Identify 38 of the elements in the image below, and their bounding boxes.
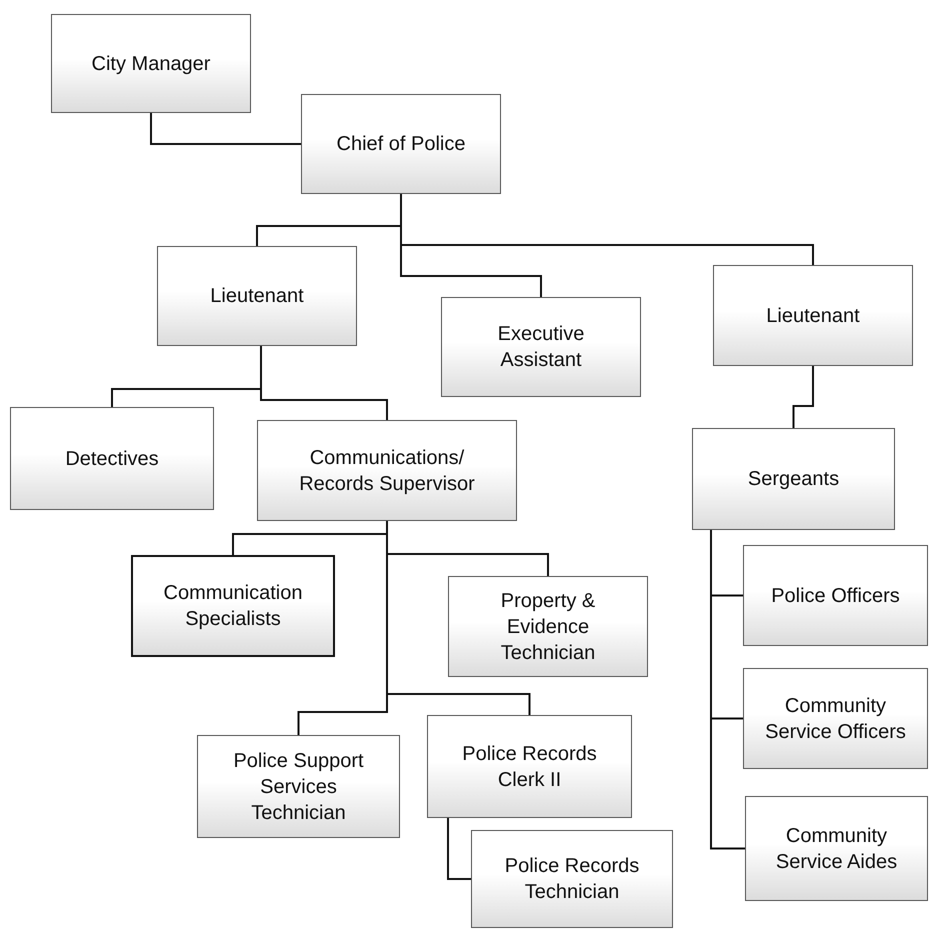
position-title: Community Service Aides <box>774 824 898 874</box>
position-box <box>197 735 400 838</box>
connector-line <box>447 818 471 880</box>
connector-line <box>260 346 388 420</box>
position-title: Police Support Services Technician <box>232 748 365 826</box>
position-box <box>692 428 895 530</box>
position-title: Community Service Officers <box>764 694 907 744</box>
connector-line <box>792 366 814 428</box>
position-title: Property & Evidence Technician <box>500 588 596 666</box>
connector-line <box>386 521 530 715</box>
position-box <box>427 715 632 818</box>
position-title: Communication Specialists <box>162 581 304 632</box>
position-box <box>471 830 673 928</box>
position-title: Sergeants <box>748 467 840 492</box>
position-box <box>10 407 214 510</box>
position-box <box>157 246 357 346</box>
position-box <box>51 14 251 113</box>
position-box <box>131 555 335 657</box>
connector-line <box>710 530 745 850</box>
position-title: Chief of Police <box>336 132 466 157</box>
position-title: Police Records Technician <box>504 854 640 905</box>
position-box <box>745 796 928 901</box>
position-box <box>441 297 641 397</box>
position-title: City Manager <box>92 52 210 76</box>
position-title: Detectives <box>65 446 159 472</box>
connector-line <box>150 113 301 145</box>
position-box <box>448 576 648 677</box>
position-box <box>301 94 501 194</box>
position-title: Lieutenant <box>210 284 304 309</box>
position-title: Communications/ Records Supervisor <box>298 446 476 496</box>
position-title: Police Officers <box>771 584 900 608</box>
position-box <box>713 265 913 366</box>
position-box <box>743 545 928 646</box>
position-box <box>743 668 928 769</box>
position-title: Lieutenant <box>766 304 860 328</box>
position-box <box>257 420 517 521</box>
position-title: Executive Assistant <box>496 322 586 373</box>
position-title: Police Records Clerk II <box>461 742 598 792</box>
